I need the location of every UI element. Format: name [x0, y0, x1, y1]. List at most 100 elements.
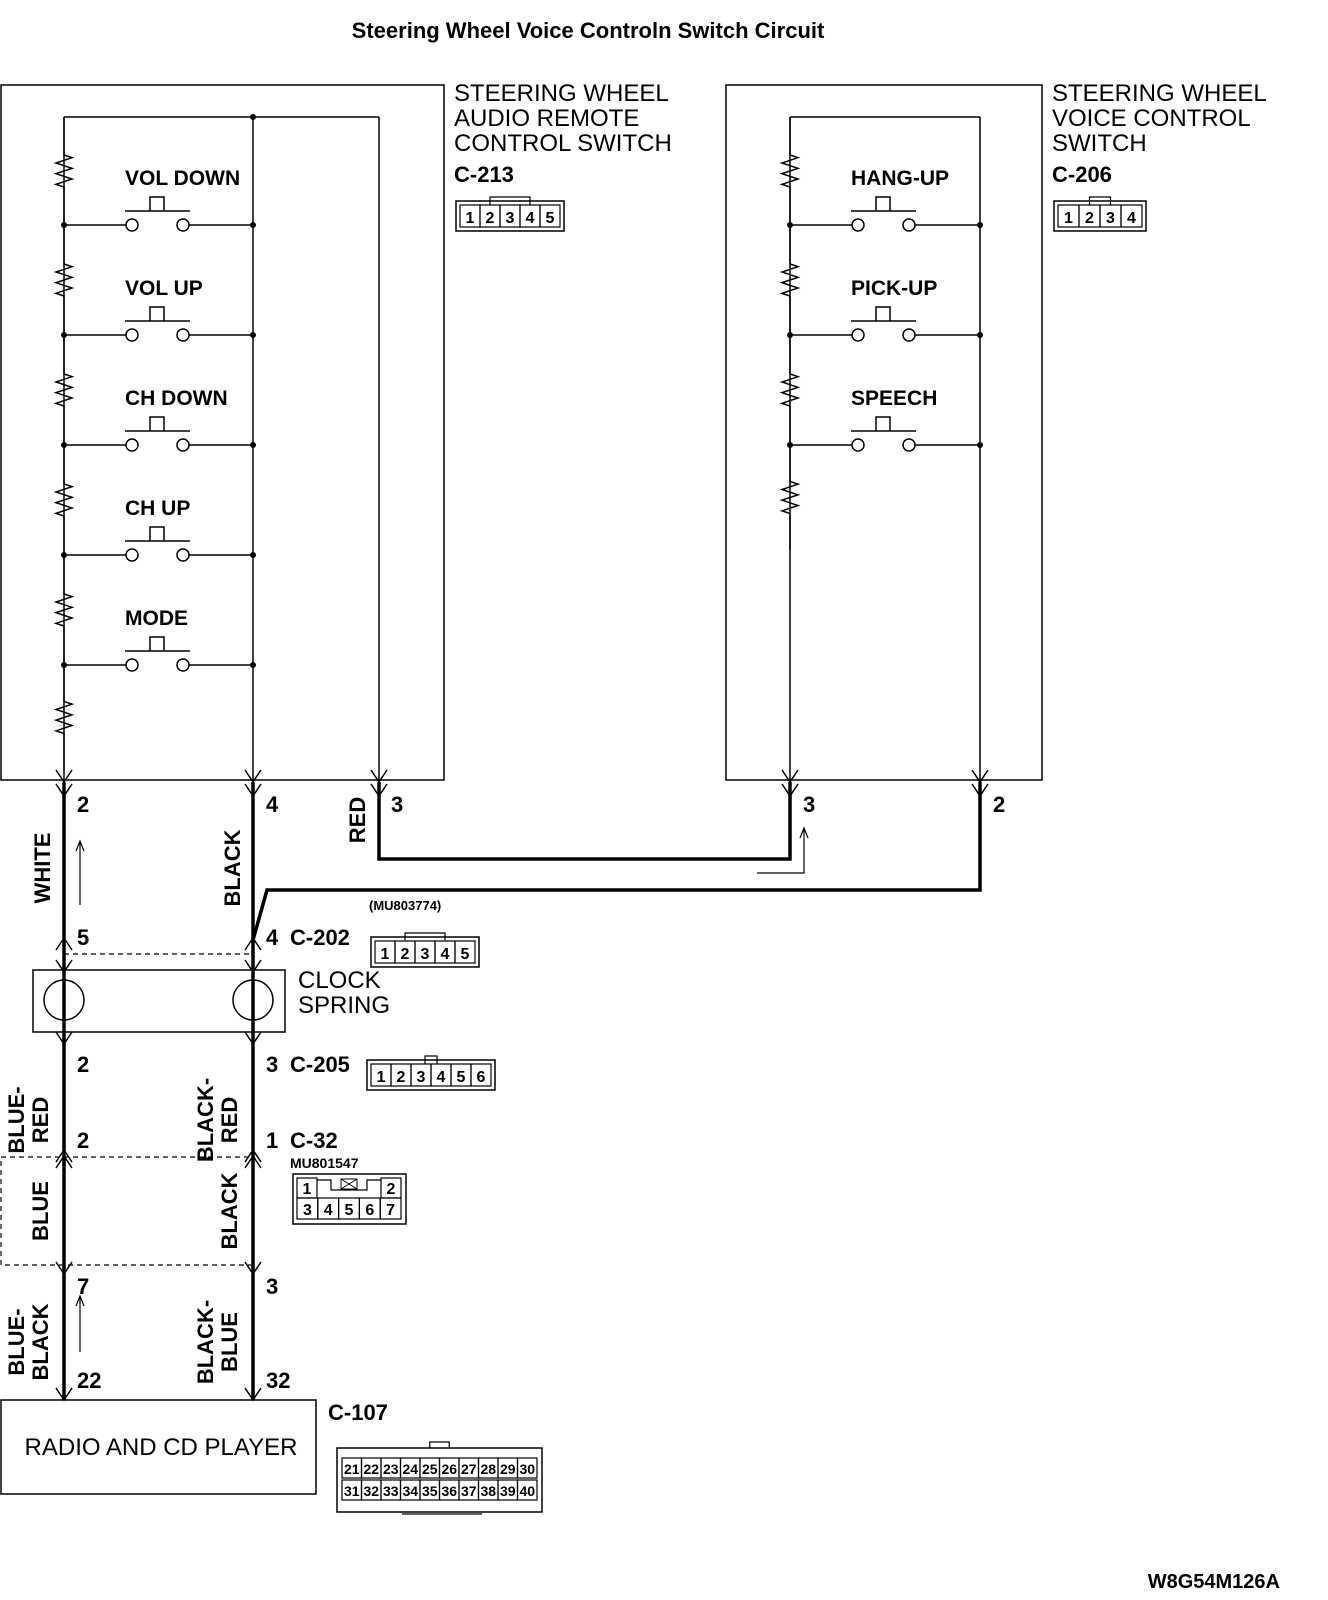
clock-spring-box [32, 969, 286, 1033]
c205-name: C-205 [290, 1052, 350, 1077]
c202-pin-right: 4 [266, 925, 279, 950]
c205-pin-left: 2 [77, 1052, 89, 1077]
lower-harness: 7 3 22 32 BLUE- BLACK BLACK- BLUE [4, 1261, 290, 1402]
c205-pin-right: 3 [266, 1052, 278, 1077]
wire-label-black-blue-2: BLUE [217, 1312, 242, 1372]
wire-label-black-2: BLACK [217, 1172, 242, 1249]
c107-pin-38: 38 [480, 1483, 496, 1499]
radio-label: RADIO AND CD PLAYER [25, 1434, 298, 1461]
c107-pin-32: 32 [363, 1483, 379, 1499]
radio-box [0, 1399, 317, 1495]
c107-pin-24: 24 [402, 1461, 418, 1477]
c32-pin-right: 1 [266, 1128, 278, 1153]
wire-label-black-red-2: RED [217, 1097, 242, 1143]
c205-pin-2: 2 [397, 1069, 406, 1086]
pin-22: 22 [77, 1368, 101, 1393]
c202-pin-left: 5 [77, 925, 89, 950]
audio-switch-box [0, 84, 445, 781]
pin-7: 7 [77, 1274, 89, 1299]
c107-pin-35: 35 [422, 1483, 438, 1499]
voice-switch-1-label: HANG-UP [851, 167, 949, 190]
audio-switch-label-1: STEERING WHEEL [454, 80, 669, 107]
harness-wires: WHITE BLACK RED [30, 782, 982, 955]
c213-pin-2: 2 [486, 210, 495, 227]
c213-pin-5: 5 [546, 210, 555, 227]
c213-terminal-2: 2 [77, 792, 89, 817]
c32-pin-2: 2 [387, 1181, 396, 1198]
c202-pin-4: 4 [441, 946, 450, 963]
c213-pin-3: 3 [506, 210, 515, 227]
wire-label-blue-red-2: RED [28, 1097, 53, 1143]
voice-switch-2-label: PICK-UP [851, 277, 937, 300]
audio-switch-label-3: CONTROL SWITCH [454, 130, 672, 157]
c107-pin-36: 36 [441, 1483, 457, 1499]
clock-spring-label-2: SPRING [298, 992, 390, 1019]
c206-terminal-3: 3 [803, 792, 815, 817]
diagram-title: Steering Wheel Voice Controln Switch Cir… [352, 18, 825, 43]
c107-pin-22: 22 [363, 1461, 379, 1477]
c32-part-number: MU801547 [290, 1155, 359, 1171]
c213-terminal-3: 3 [391, 792, 403, 817]
c202-pin-1: 1 [381, 946, 390, 963]
audio-switch-label-2: AUDIO REMOTE [454, 105, 639, 132]
c32-pin-5: 5 [345, 1202, 354, 1219]
wire-label-black-blue-1: BLACK- [193, 1300, 218, 1384]
c206-pin-1: 1 [1064, 210, 1073, 227]
c107-pin-37: 37 [461, 1483, 477, 1499]
audio-switch-3-label: CH DOWN [125, 387, 228, 410]
c107-pin-27: 27 [461, 1461, 477, 1477]
wire-label-blue-black-2: BLACK [28, 1303, 53, 1380]
c213-terminal-4: 4 [266, 792, 279, 817]
pin-32: 32 [266, 1368, 290, 1393]
audio-switch-4-label: CH UP [125, 497, 190, 520]
clock-spring-label-1: CLOCK [298, 967, 381, 994]
c107-pin-26: 26 [441, 1461, 457, 1477]
c107-pin-34: 34 [402, 1483, 418, 1499]
c202-name: C-202 [290, 925, 350, 950]
c32-pin-4: 4 [324, 1202, 333, 1219]
voice-switch-3-label: SPEECH [851, 387, 937, 410]
c213-pin-4: 4 [526, 210, 535, 227]
c202-pin-3: 3 [421, 946, 430, 963]
c206-connector-name: C-206 [1052, 162, 1112, 187]
c107-pin-28: 28 [480, 1461, 496, 1477]
c213-connector-name: C-213 [454, 162, 514, 187]
wire-label-white: WHITE [30, 833, 55, 904]
c107-pin-30: 30 [519, 1461, 535, 1477]
c205-pin-4: 4 [437, 1069, 446, 1086]
c206-pin-3: 3 [1106, 210, 1115, 227]
voice-switch-ladder: HANG-UP PICK-UP SPEECH [779, 117, 983, 550]
audio-switch-1-label: VOL DOWN [125, 167, 240, 190]
c202-pin-5: 5 [461, 946, 470, 963]
c32-name: C-32 [290, 1128, 338, 1153]
wire-label-blue-black-1: BLUE- [4, 1308, 29, 1375]
c32-pin-1: 1 [303, 1181, 312, 1198]
c205-pin-6: 6 [477, 1069, 486, 1086]
c213-pin-1: 1 [466, 210, 475, 227]
wire-label-blue-red-1: BLUE- [4, 1086, 29, 1153]
voice-switch-label-3: SWITCH [1052, 130, 1147, 157]
c206-terminal-2: 2 [993, 792, 1005, 817]
c32-pin-3: 3 [303, 1202, 312, 1219]
c206-pin-2: 2 [1085, 210, 1094, 227]
c107-pin-31: 31 [344, 1483, 360, 1499]
voice-switch-box [725, 84, 1043, 781]
c202-part-number: (MU803774) [369, 898, 441, 913]
audio-switch-5-label: MODE [125, 607, 188, 630]
c32-pin-left: 2 [77, 1128, 89, 1153]
c32-pin-7: 7 [386, 1202, 395, 1219]
c205-pin-1: 1 [377, 1069, 386, 1086]
